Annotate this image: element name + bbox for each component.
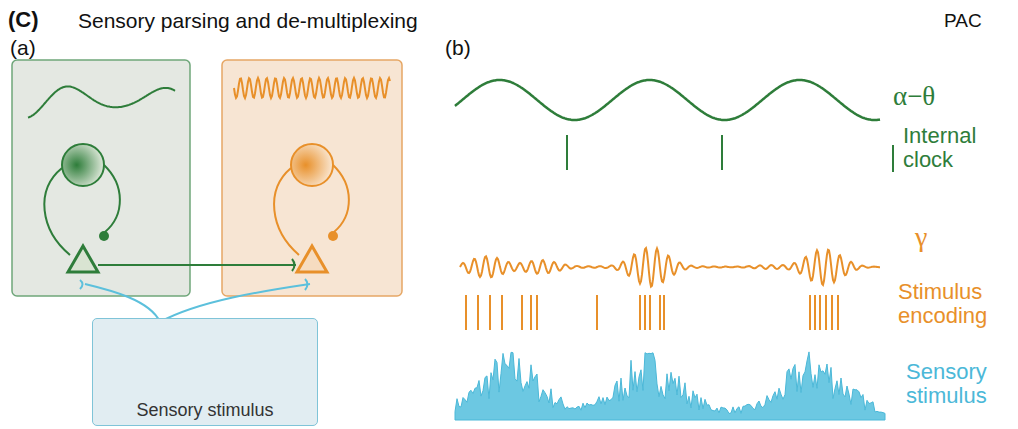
green-circuit [44, 165, 296, 271]
clock-ticks [567, 135, 893, 172]
gamma-oscillation [460, 248, 880, 287]
stimulus-label: Sensory stimulus [906, 360, 1014, 408]
gamma-wave [234, 78, 390, 98]
pyramidal-neuron [297, 246, 327, 272]
box-label: Sensory stimulus [93, 400, 317, 421]
pac-label: PAC [944, 11, 982, 32]
subpanel-letter: (a) [10, 36, 36, 59]
interneuron [62, 144, 104, 186]
theta-oscillation [455, 80, 880, 120]
band-label: γ [915, 222, 927, 253]
stimulus-trace [455, 352, 885, 420]
figure-title: Sensory parsing and de-multiplexing [78, 9, 418, 32]
panel-letter: (C) [8, 8, 39, 32]
interneuron [291, 144, 333, 186]
orange-panel [222, 60, 402, 296]
clock-label: Internal clock [903, 124, 1008, 172]
subpanel-letter: (b) [445, 36, 471, 59]
green-panel [12, 60, 190, 296]
encoding-label: Stimulus encoding [898, 280, 1013, 328]
theta-wave [28, 87, 175, 118]
spike-train [466, 295, 838, 330]
stimulus-box: Sensory stimulus [92, 318, 318, 426]
input-lines [80, 279, 310, 322]
pyramidal-neuron [68, 246, 98, 272]
band-label: α−θ [893, 82, 935, 112]
orange-circuit [274, 165, 349, 255]
